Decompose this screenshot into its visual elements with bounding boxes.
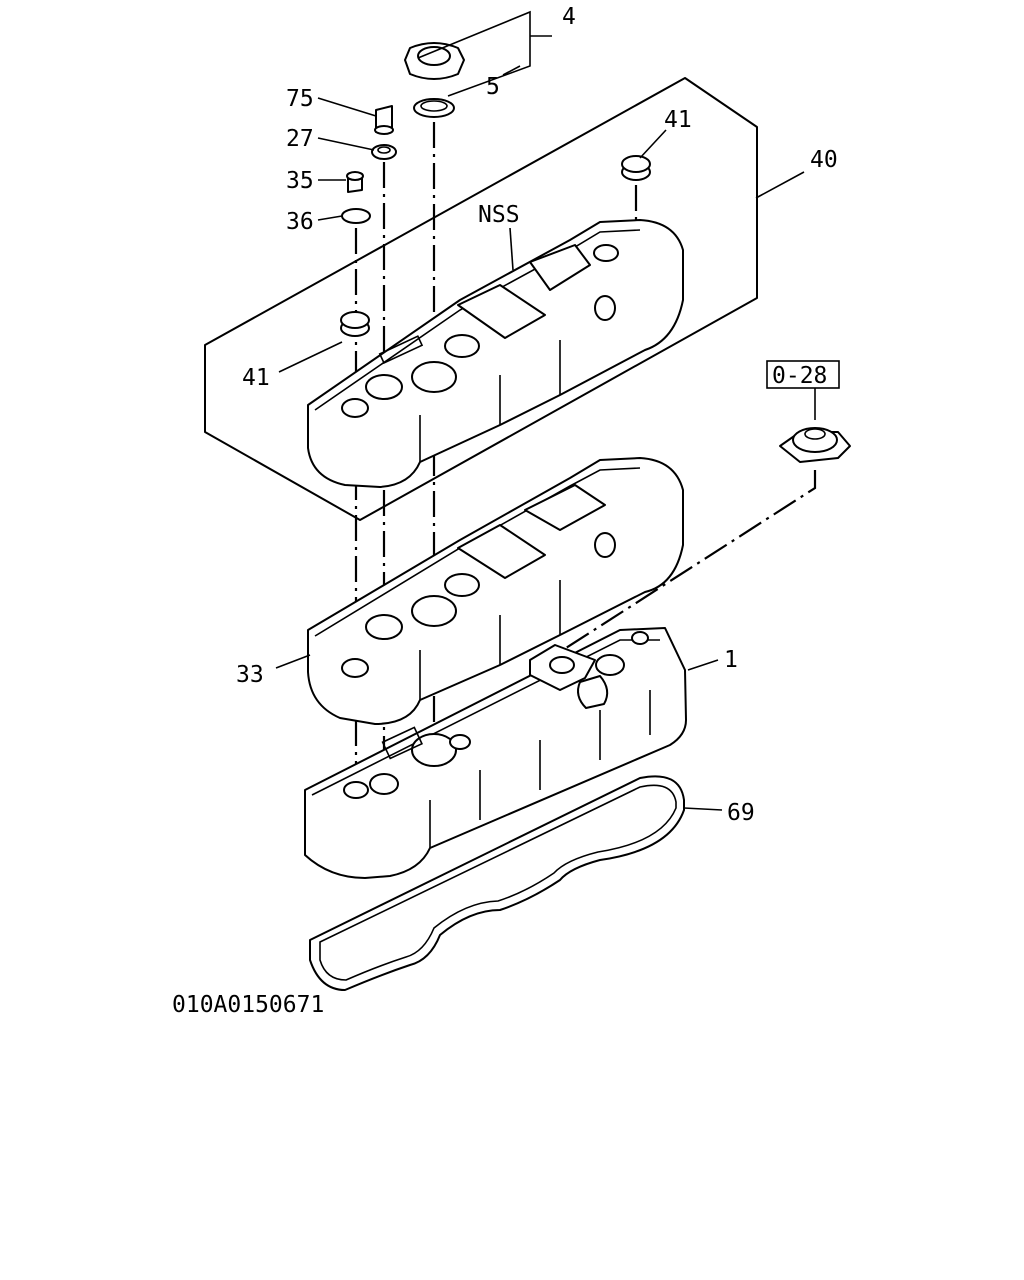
upper-cover — [307, 219, 684, 488]
callout-35: 35 — [286, 168, 314, 194]
callout-36: 36 — [286, 209, 314, 235]
grommet-41-top — [621, 155, 651, 181]
o-ring-5 — [413, 98, 455, 118]
callout-33: 33 — [236, 662, 264, 688]
gasket-69 — [309, 775, 685, 991]
callout-1: 1 — [724, 647, 738, 673]
reference-box-label: 0-28 — [772, 363, 827, 389]
callout-4: 4 — [562, 4, 576, 30]
insulator-33 — [307, 457, 684, 725]
leader-lines — [275, 10, 816, 811]
callout-41-left: 41 — [242, 365, 270, 391]
callout-41-top: 41 — [664, 107, 692, 133]
assembly-40-frame — [204, 77, 758, 521]
reference-box — [766, 360, 840, 389]
callout-5: 5 — [486, 74, 500, 100]
bolt-75 — [374, 105, 394, 135]
callout-40: 40 — [810, 147, 838, 173]
callout-27: 27 — [286, 126, 314, 152]
callout-69: 69 — [727, 800, 755, 826]
callout-75: 75 — [286, 86, 314, 112]
bolt-35 — [346, 171, 364, 193]
breather-valve — [779, 427, 851, 463]
washer-36 — [341, 208, 371, 224]
oil-filler-cap-4 — [404, 42, 465, 80]
cylinder-head-cover-1 — [304, 627, 687, 879]
callout-nss: NSS — [478, 202, 520, 228]
drawing-number: 010A0150671 — [172, 992, 324, 1018]
grommet-41-left — [340, 311, 370, 337]
washer-27 — [371, 144, 397, 160]
